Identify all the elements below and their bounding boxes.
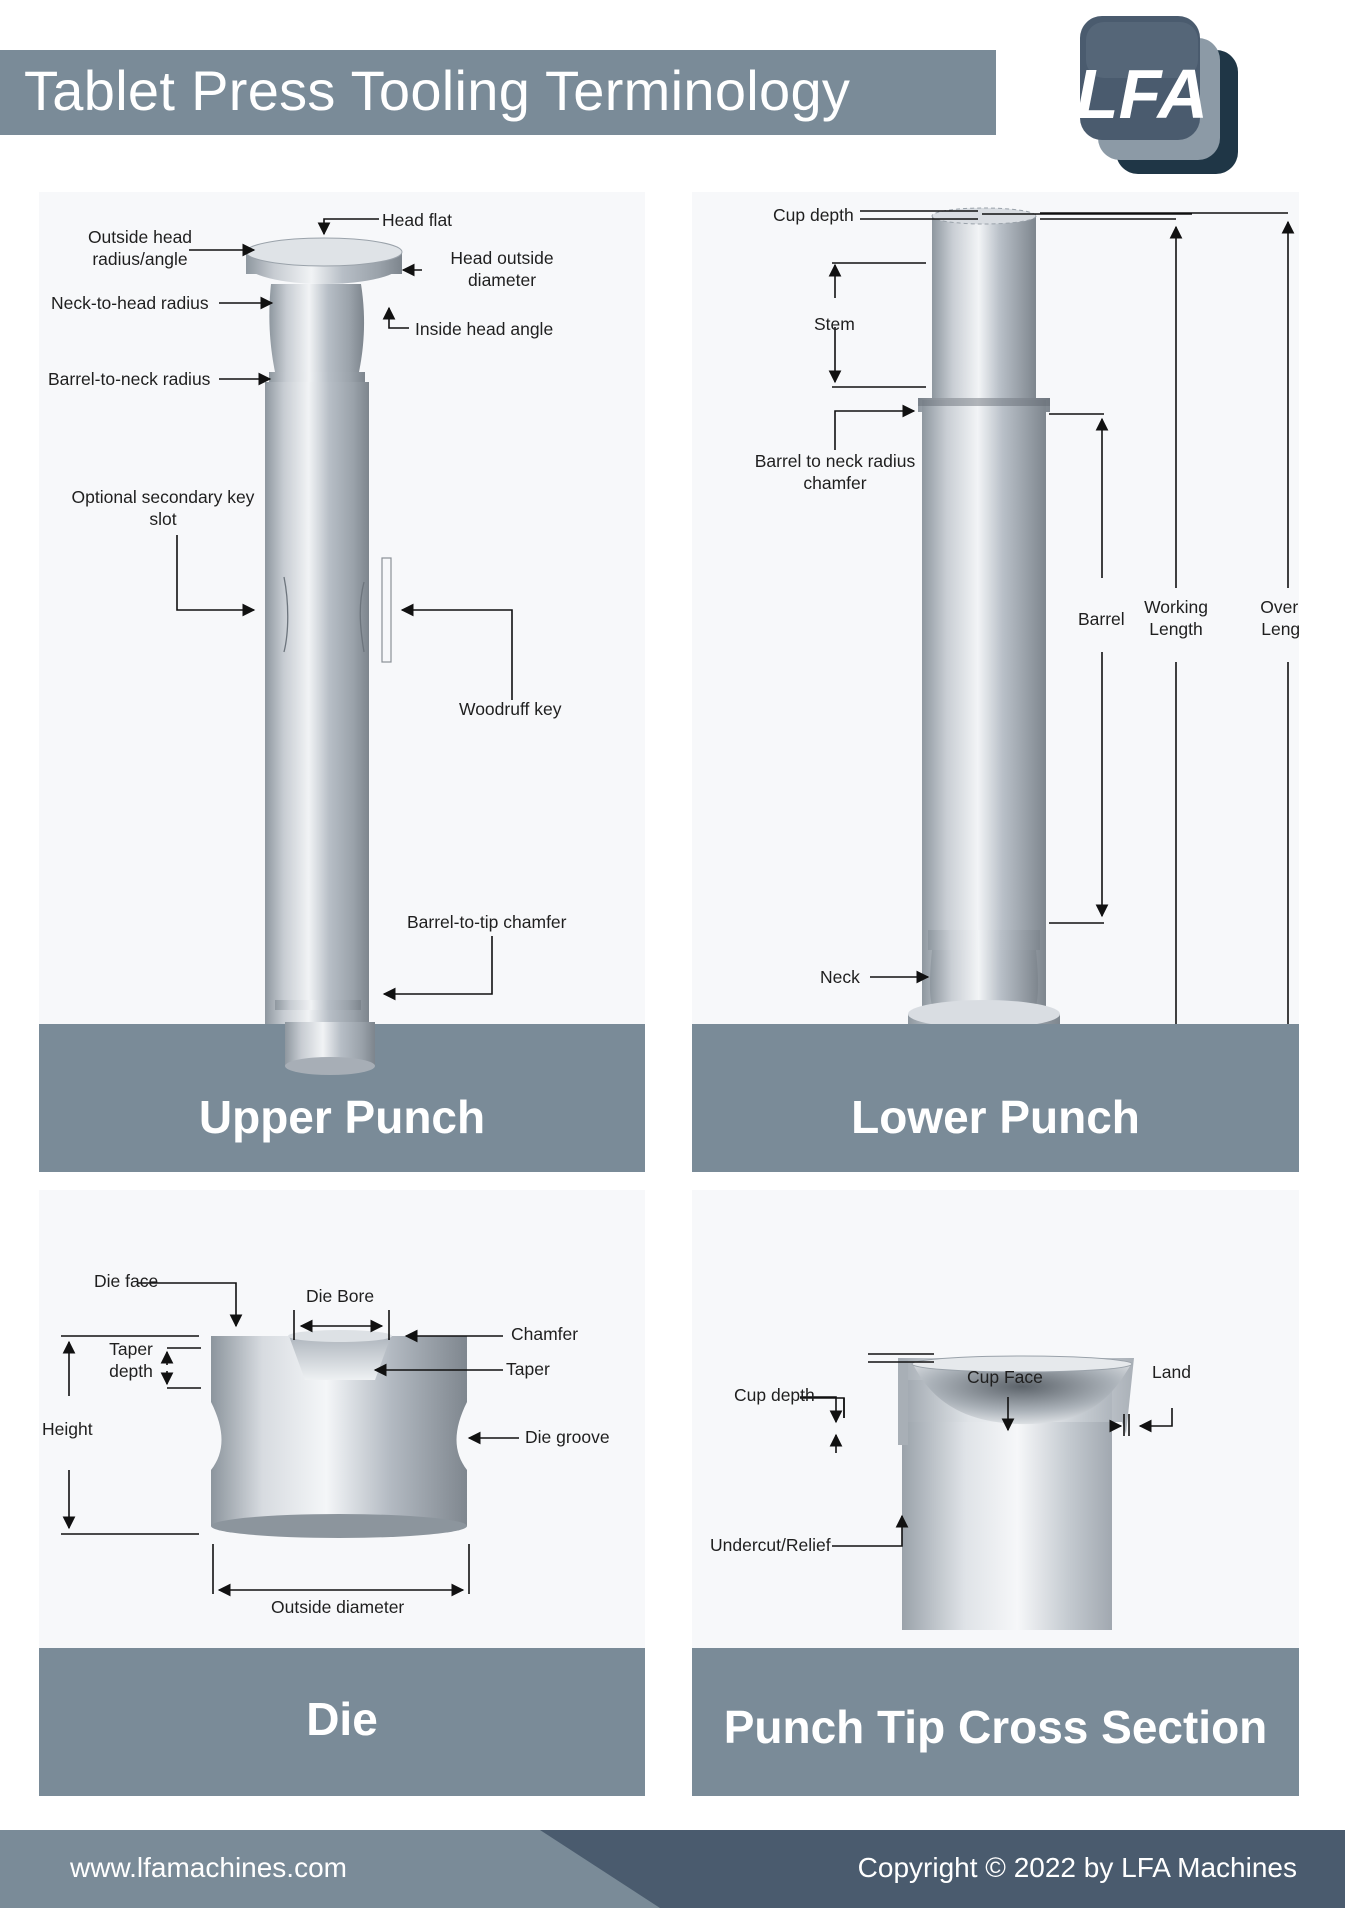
- lower-punch-label: Lower Punch: [851, 1091, 1140, 1143]
- callout-working-length: Working Length: [1144, 597, 1208, 639]
- die-illustration: [61, 1282, 519, 1597]
- logo-text: LFA: [1076, 55, 1208, 133]
- upper-punch-label: Upper Punch: [198, 1091, 486, 1143]
- callout-barrel: Barrel: [1078, 609, 1125, 629]
- upper-punch-tip: [285, 1022, 375, 1075]
- callout-head-flat: Head flat: [382, 210, 453, 230]
- callout-barrel-to-neck-radius: Barrel-to-neck radius: [48, 369, 211, 389]
- die-panel: Die face Die Bore Chamfer Taper depth Ta…: [39, 1190, 645, 1796]
- punch-tip-label: Punch Tip Cross Section: [723, 1701, 1268, 1753]
- callout-outside-head-radius: Outside head radius/angle: [87, 227, 193, 269]
- callout-neck-to-head-radius: Neck-to-head radius: [51, 293, 209, 313]
- callout-head-outside-diameter: Head outside diameter: [450, 248, 554, 290]
- lower-punch-illustration: [828, 207, 1295, 1124]
- upper-punch-label-band: Upper Punch: [39, 1022, 645, 1172]
- callout-height: Height: [42, 1419, 93, 1439]
- lower-punch-panel: Cup depth Stem Barrel to neck radius cha…: [692, 192, 1299, 1172]
- lfa-logo[interactable]: LFA: [1058, 14, 1258, 176]
- die-label-band: Die: [39, 1648, 645, 1796]
- callout-stem: Stem: [814, 314, 855, 334]
- upper-punch-illustration: [176, 218, 513, 1172]
- callout-undercut-relief: Undercut/Relief: [710, 1535, 831, 1555]
- callout-barrel-to-tip-chamfer: Barrel-to-tip chamfer: [407, 912, 567, 932]
- callout-neck: Neck: [820, 967, 860, 987]
- callout-die-face: Die face: [94, 1271, 159, 1291]
- header-band: [0, 50, 996, 135]
- footer-url-link[interactable]: www.lfamachines.com: [70, 1852, 347, 1883]
- callout-taper-depth: Taper depth: [109, 1339, 153, 1381]
- callout-barrel-to-neck-chamfer: Barrel to neck radius chamfer: [754, 451, 916, 493]
- punch-tip-panel: Cup Face Land Cup depth Undercut/Relief …: [692, 1190, 1299, 1796]
- callout-chamfer: Chamfer: [511, 1324, 579, 1344]
- callout-land: Land: [1152, 1362, 1191, 1382]
- callout-woodruff-key: Woodruff key: [459, 699, 562, 719]
- callout-die-bore: Die Bore: [306, 1286, 375, 1306]
- callout-outside-diameter: Outside diameter: [271, 1597, 405, 1617]
- callout-inside-head-angle: Inside head angle: [415, 319, 554, 339]
- die-label: Die: [306, 1693, 378, 1745]
- callout-cup-face: Cup Face: [967, 1367, 1043, 1387]
- callout-cup-depth-lower: Cup depth: [773, 205, 854, 225]
- upper-punch-panel: Head flat Outside head radius/angle Head…: [39, 192, 645, 1172]
- lower-punch-label-band: Lower Punch: [692, 1024, 1299, 1172]
- logo-icon: LFA: [1076, 16, 1238, 174]
- callout-die-groove: Die groove: [525, 1427, 610, 1447]
- punch-tip-illustration: [800, 1353, 1173, 1630]
- page-title: Tablet Press Tooling Terminology: [24, 59, 851, 122]
- footer-copyright: Copyright © 2022 by LFA Machines: [857, 1852, 1297, 1883]
- punch-tip-label-band: Punch Tip Cross Section: [692, 1648, 1299, 1796]
- footer-band: [0, 1830, 1345, 1908]
- callout-secondary-key-slot: Optional secondary key slot: [71, 487, 255, 529]
- callout-cup-depth-tip: Cup depth: [734, 1385, 815, 1405]
- callout-overall-length: Overall Length: [1260, 597, 1299, 639]
- callout-taper: Taper: [506, 1359, 550, 1379]
